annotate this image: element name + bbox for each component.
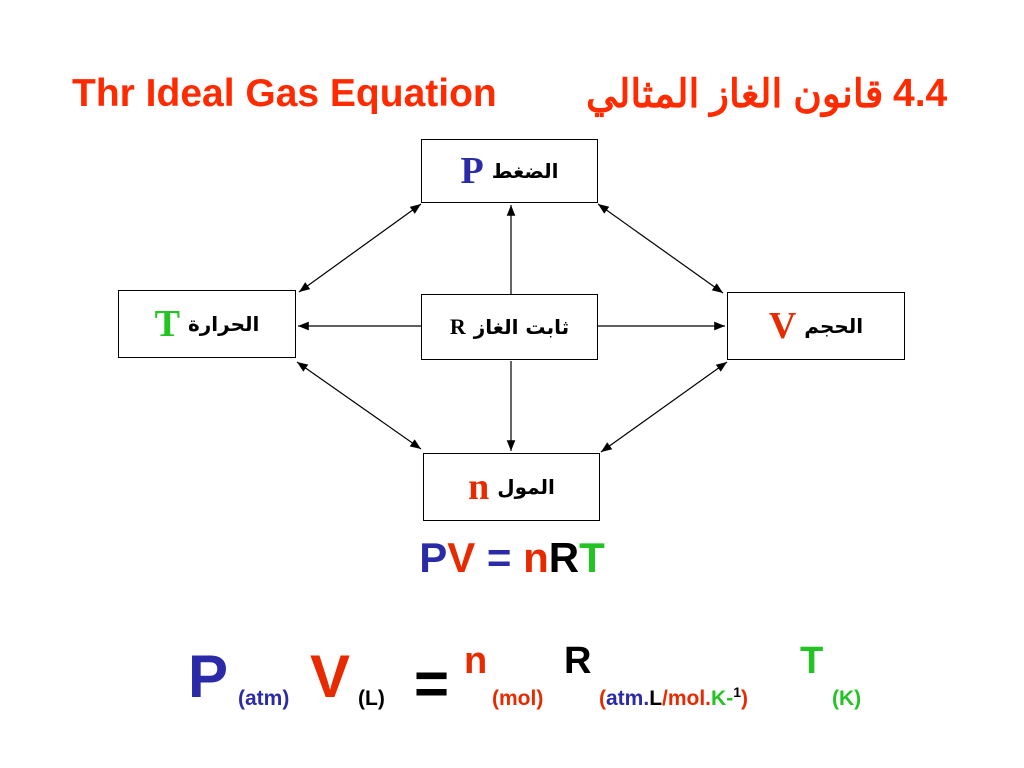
pressure-box: P الضغط (421, 139, 598, 203)
units-p: P (188, 643, 229, 710)
moles-symbol: n (468, 466, 490, 508)
units-r: R (564, 640, 592, 682)
units-r-exp: 1 (733, 684, 741, 700)
pressure-symbol: P (460, 150, 484, 192)
units-r-l: L (649, 687, 663, 710)
title-arabic: قانون الغاز المثالي (586, 73, 884, 116)
moles-label: المول (497, 475, 555, 499)
title-section-number: 4.4 (893, 72, 948, 115)
gas-constant-label: ثابت الغاز (473, 315, 570, 339)
gas-constant-box: R ثابت الغاز (421, 294, 598, 360)
units-n-unit: (mol) (492, 687, 544, 710)
units-r-k: K- (711, 687, 734, 710)
units-t-unit: (K) (832, 687, 862, 710)
units-r-mol: /mol. (662, 687, 712, 710)
units-v-unit: (L) (358, 687, 385, 710)
arrow-p-v (597, 203, 724, 294)
eq-v: V (447, 534, 476, 581)
volume-box: V الحجم (727, 292, 905, 360)
units-t: T (800, 640, 824, 682)
units-p-unit: (atm) (238, 687, 290, 710)
moles-box: n المول (423, 453, 600, 521)
temperature-label: الحرارة (187, 312, 260, 336)
slide-title: Thr Ideal Gas Equation قانون الغاز المثا… (0, 66, 1024, 126)
units-n: n (464, 640, 488, 682)
gas-constant-symbol: R (449, 314, 466, 339)
ideal-gas-equation: PV = nRT (0, 534, 1024, 582)
title-english: Thr Ideal Gas Equation (72, 72, 497, 115)
units-r-open: ( (599, 687, 606, 710)
units-v: V (310, 643, 351, 710)
eq-r: R (548, 534, 580, 581)
temperature-symbol: T (154, 303, 180, 345)
units-equals: = (414, 650, 450, 717)
pressure-label: الضغط (491, 159, 559, 183)
arrow-v-n (600, 361, 728, 453)
arrow-p-t (298, 203, 422, 293)
units-r-atm: atm. (606, 687, 650, 710)
arrow-t-n (296, 361, 422, 450)
volume-symbol: V (768, 305, 797, 347)
units-r-unit: (atm.L/mol.K-1) (599, 685, 748, 710)
volume-label: الحجم (804, 314, 864, 338)
eq-p: P (419, 534, 448, 581)
units-r-close: ) (741, 687, 748, 710)
eq-n: n (523, 534, 549, 581)
eq-t: T (579, 534, 605, 581)
temperature-box: T الحرارة (118, 290, 296, 358)
eq-equals: = (475, 534, 524, 581)
